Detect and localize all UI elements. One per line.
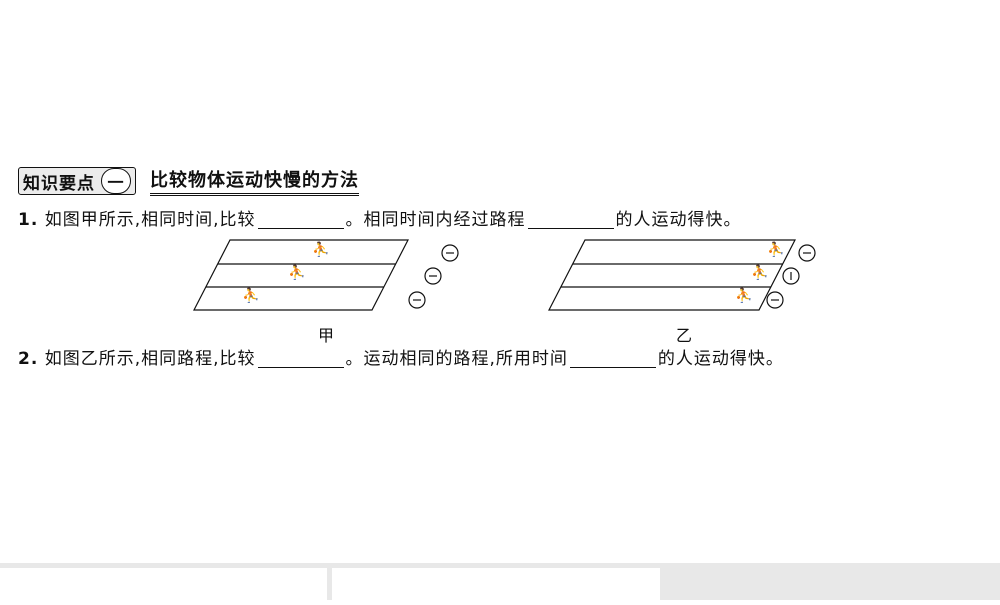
section-title: 比较物体运动快慢的方法 bbox=[150, 166, 359, 196]
runner-icon: ⛹ bbox=[735, 286, 752, 304]
runner-icon: ⛹ bbox=[312, 240, 329, 258]
runner-icon: ⛹ bbox=[767, 240, 784, 258]
tag-label: 知识要点 bbox=[23, 173, 95, 194]
figure-b-caption: 乙 bbox=[676, 326, 693, 345]
question-number: 2. bbox=[18, 349, 39, 369]
figure-a-caption: 甲 bbox=[318, 326, 335, 345]
knowledge-point-tag: 知识要点 一 bbox=[18, 167, 136, 195]
thumbnail-panel[interactable] bbox=[0, 568, 327, 605]
runner-icon: ⛹ bbox=[751, 263, 768, 281]
answer-blank[interactable] bbox=[257, 210, 344, 229]
thumbnail-panel[interactable] bbox=[332, 568, 660, 605]
thumbnail-panel[interactable] bbox=[665, 563, 1000, 600]
question-text: 。相同时间内经过路程 bbox=[345, 210, 526, 230]
question-text: 的人运动得快。 bbox=[615, 210, 742, 230]
question-text: 。运动相同的路程,所用时间 bbox=[345, 349, 568, 369]
question-1: 1. 如图甲所示,相同时间,比较 。相同时间内经过路程 的人运动得快。 bbox=[18, 205, 742, 230]
figure-b-diagram: ⛹ ⛹ ⛹ bbox=[548, 239, 816, 311]
figure-a-diagram: ⛹ ⛹ ⛹ bbox=[193, 239, 459, 311]
runner-icon: ⛹ bbox=[288, 263, 305, 281]
question-number: 1. bbox=[18, 210, 39, 230]
answer-blank[interactable] bbox=[569, 349, 656, 368]
section-heading: 知识要点 一 比较物体运动快慢的方法 bbox=[18, 166, 359, 196]
question-2: 2. 如图乙所示,相同路程,比较 。运动相同的路程,所用时间 的人运动得快。 bbox=[18, 344, 784, 369]
question-text: 如图甲所示,相同时间,比较 bbox=[44, 210, 256, 230]
runner-icon: ⛹ bbox=[242, 286, 259, 304]
bottom-thumbnail-strip bbox=[0, 563, 1000, 605]
question-text: 的人运动得快。 bbox=[657, 349, 784, 369]
answer-blank[interactable] bbox=[257, 349, 344, 368]
question-text: 如图乙所示,相同路程,比较 bbox=[44, 349, 256, 369]
tag-number: 一 bbox=[101, 168, 131, 194]
answer-blank[interactable] bbox=[527, 210, 614, 229]
